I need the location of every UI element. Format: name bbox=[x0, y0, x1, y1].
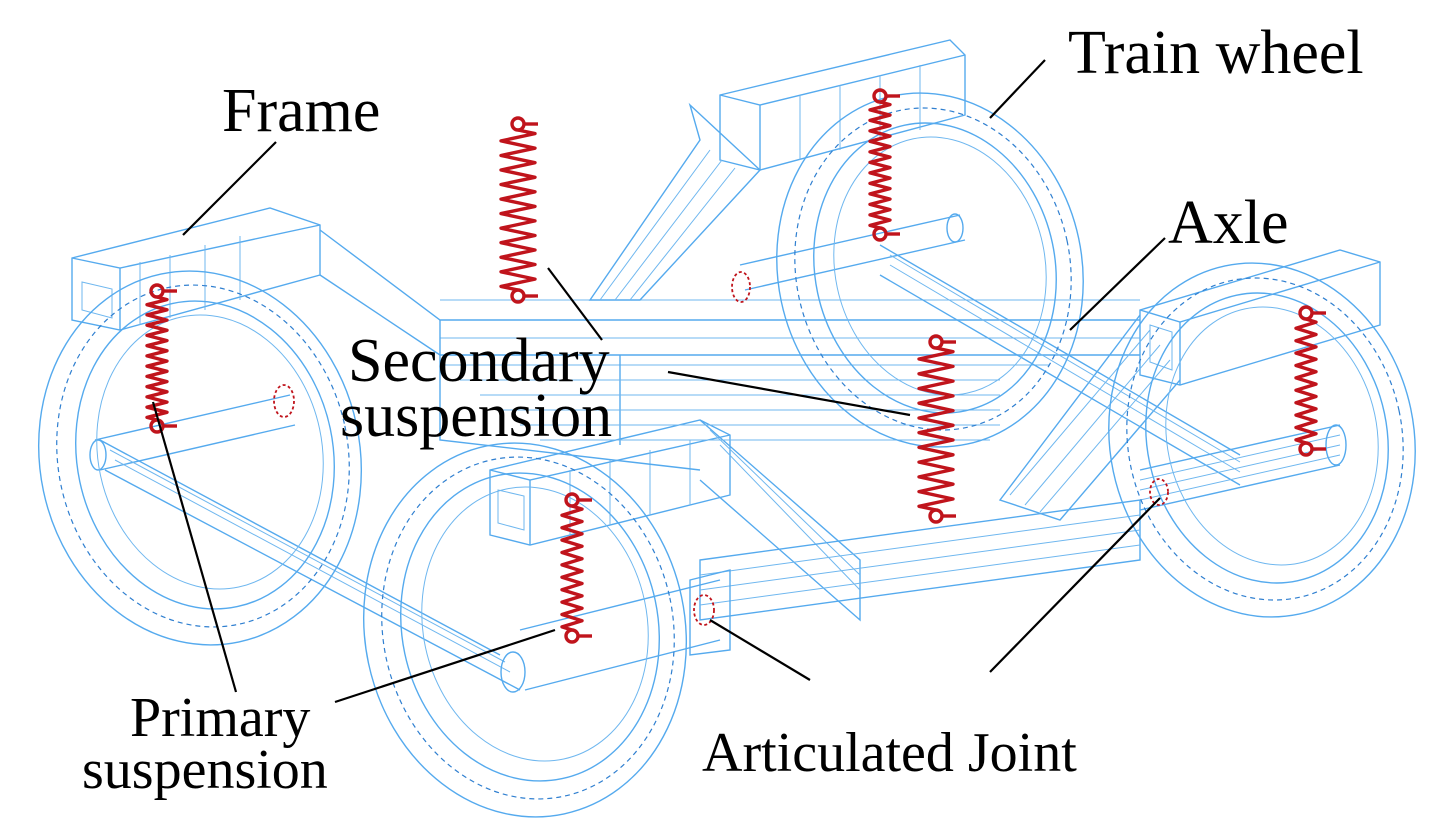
frame-rear-box bbox=[719, 39, 966, 171]
primary-suspension-spring bbox=[560, 492, 592, 644]
primary-suspension-spring bbox=[145, 283, 177, 434]
label-secondary-line1: Secondary bbox=[348, 327, 610, 395]
label-train-wheel: Train wheel bbox=[1068, 19, 1364, 87]
leader-secondary-a bbox=[547, 267, 603, 341]
axle-rear bbox=[739, 213, 1241, 486]
frame-right-box bbox=[1139, 249, 1381, 386]
secondary-suspension-spring bbox=[499, 116, 538, 304]
wheel-front-left bbox=[37, 270, 363, 646]
label-axle: Axle bbox=[1168, 189, 1289, 257]
articulated-joint-marker bbox=[273, 384, 295, 418]
articulated-joints bbox=[273, 271, 1169, 626]
label-frame: Frame bbox=[222, 77, 381, 145]
springs bbox=[145, 88, 1326, 644]
leader-joint-b bbox=[989, 497, 1161, 673]
wheel-rear-right bbox=[1108, 262, 1416, 618]
articulated-joint-marker bbox=[731, 271, 751, 303]
label-secondary-line2: suspension bbox=[340, 382, 613, 450]
leader-axle bbox=[1069, 237, 1166, 331]
articulated-joint-marker bbox=[693, 594, 715, 626]
frame bbox=[71, 39, 1381, 656]
articulated-joint-marker bbox=[1149, 478, 1169, 506]
wheel-front-right bbox=[362, 442, 688, 818]
leader-train-wheel bbox=[989, 59, 1046, 119]
frame-longitudinal-beams bbox=[319, 102, 1181, 656]
leader-primary-a bbox=[151, 401, 238, 693]
label-primary-line1: Primary bbox=[130, 687, 311, 749]
label-articulated-joint: Articulated Joint bbox=[702, 722, 1077, 784]
frame-left-box bbox=[71, 207, 321, 331]
label-primary-line2: suspension bbox=[82, 739, 328, 801]
wheel-rear-left bbox=[776, 92, 1084, 448]
primary-suspension-spring bbox=[868, 88, 900, 242]
wheels bbox=[37, 92, 1416, 818]
leader-lines bbox=[151, 59, 1166, 704]
axles bbox=[89, 213, 1347, 693]
leader-secondary-b bbox=[667, 370, 911, 417]
leader-joint-a bbox=[709, 619, 811, 681]
leader-primary-b bbox=[334, 628, 556, 704]
secondary-suspension-spring bbox=[917, 334, 956, 524]
primary-suspension-spring bbox=[1294, 305, 1326, 457]
leader-frame bbox=[182, 141, 277, 236]
